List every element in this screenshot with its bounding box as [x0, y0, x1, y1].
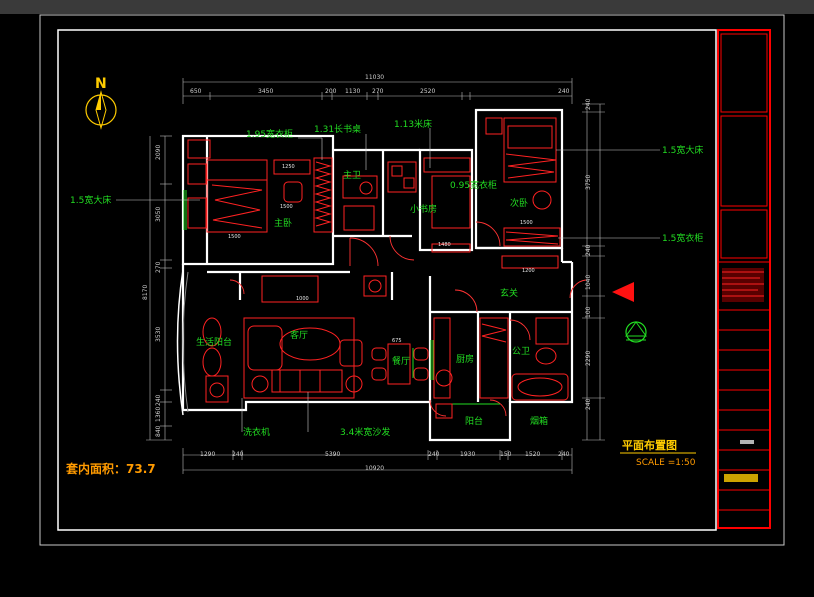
bottom-dim-5: 1930 [460, 451, 475, 458]
right-dim-4: 1040 [585, 275, 592, 290]
curved-window [176, 269, 184, 416]
annot-wardrobe-195: 1.95宽衣柜 [246, 128, 293, 140]
furniture-dim-4: 1500 [280, 204, 293, 210]
drawing-frame [57, 29, 717, 531]
bottom-dim-7: 1520 [525, 451, 540, 458]
left-dim-5: 240 [155, 394, 162, 406]
furniture-dim-1: 1500 [228, 234, 241, 240]
annot-wardrobe-15: 1.5宽衣柜 [662, 232, 703, 244]
left-dimension-chain [146, 135, 172, 441]
label-kitchen: 厨房 [456, 353, 474, 365]
area-label: 套内面积：73.7 [65, 461, 156, 476]
left-dim-7: 840 [155, 425, 162, 437]
annot-bed-15-right: 1.5宽大床 [662, 144, 703, 156]
bottom-dim-4: 240 [428, 451, 440, 458]
bottom-dim-2: 240 [232, 451, 244, 458]
furniture-dim-3: 1480 [438, 242, 451, 248]
left-dim-2: 3050 [155, 207, 162, 222]
label-study: 小书房 [410, 203, 437, 215]
entry-symbol-icon [625, 321, 647, 343]
right-dim-7: 240 [585, 398, 592, 410]
top-dim-1: 650 [190, 88, 202, 95]
north-arrow: N [85, 76, 117, 130]
right-dim-3: 240 [585, 244, 592, 256]
title-block [717, 29, 771, 529]
label-dining-room: 餐厅 [392, 355, 410, 367]
bottom-dim-6: 150 [500, 451, 512, 458]
annot-washing-machine: 洗衣机 [243, 426, 270, 438]
label-foyer: 玄关 [500, 287, 518, 299]
label-balcony: 阳台 [465, 415, 483, 427]
top-dimension-chain [182, 78, 573, 104]
top-dim-2: 3450 [258, 88, 273, 95]
annot-sofa-34: 3.4米宽沙发 [340, 426, 390, 438]
entry-arrow-icon [612, 282, 634, 302]
left-dim-3: 270 [155, 261, 162, 273]
annot-bed-113: 1.13米床 [394, 118, 432, 130]
furniture-dim-2: 1500 [520, 220, 533, 226]
top-dim-6: 2520 [420, 88, 435, 95]
left-dim-1: 2090 [155, 145, 162, 160]
top-dim-7: 240 [558, 88, 570, 95]
leader-lines [116, 128, 660, 432]
left-dim-4: 3530 [155, 327, 162, 342]
furniture-dim-8: 1000 [296, 296, 309, 302]
label-master-bedroom: 主卧 [274, 217, 292, 229]
scale-label: SCALE =1:50 [636, 458, 696, 468]
top-dim-5: 270 [372, 88, 384, 95]
paper-outer-frame [39, 14, 785, 546]
right-dim-6: 2290 [585, 351, 592, 366]
toolbar-strip [0, 0, 814, 14]
annot-wardrobe-095: 0.95宽衣柜 [450, 179, 497, 191]
annot-vent: 烟箱 [530, 415, 548, 427]
north-label: N [95, 76, 107, 92]
label-living-room: 客厅 [290, 329, 308, 341]
bottom-dim-3: 5390 [325, 451, 340, 458]
right-dimension-chain [582, 103, 605, 441]
bottom-dimension-chain [182, 448, 573, 474]
right-dim-2: 3750 [585, 175, 592, 190]
bottom-dim-1: 1290 [200, 451, 215, 458]
top-dim-3: 200 [325, 88, 337, 95]
annot-bed-15-left: 1.5宽大床 [70, 194, 111, 206]
bottom-dim-8: 240 [558, 451, 570, 458]
furniture-dim-6: 675 [392, 338, 402, 344]
label-utility-balcony: 生活阳台 [196, 336, 232, 348]
annot-desk-131: 1.31长书桌 [314, 123, 361, 135]
right-dim-5: 100 [585, 306, 592, 318]
furniture-dim-5: 1200 [522, 268, 535, 274]
furniture-dim-7: 1250 [282, 164, 295, 170]
label-public-bath: 公卫 [512, 346, 530, 357]
curved-window-inner [182, 271, 189, 413]
plan-title: 平面布置图 [622, 438, 677, 452]
left-dim-6: 1360 [155, 407, 162, 422]
right-dim-1: 240 [585, 98, 592, 110]
door-swings [229, 221, 587, 417]
label-master-bath: 主卫 [343, 169, 361, 181]
overall-width-bottom-dim: 10920 [365, 465, 384, 472]
overall-height-dim: 8170 [142, 285, 149, 300]
overall-width-dim: 11030 [365, 74, 384, 81]
top-dim-4: 1130 [345, 88, 360, 95]
label-second-bedroom: 次卧 [510, 197, 528, 209]
